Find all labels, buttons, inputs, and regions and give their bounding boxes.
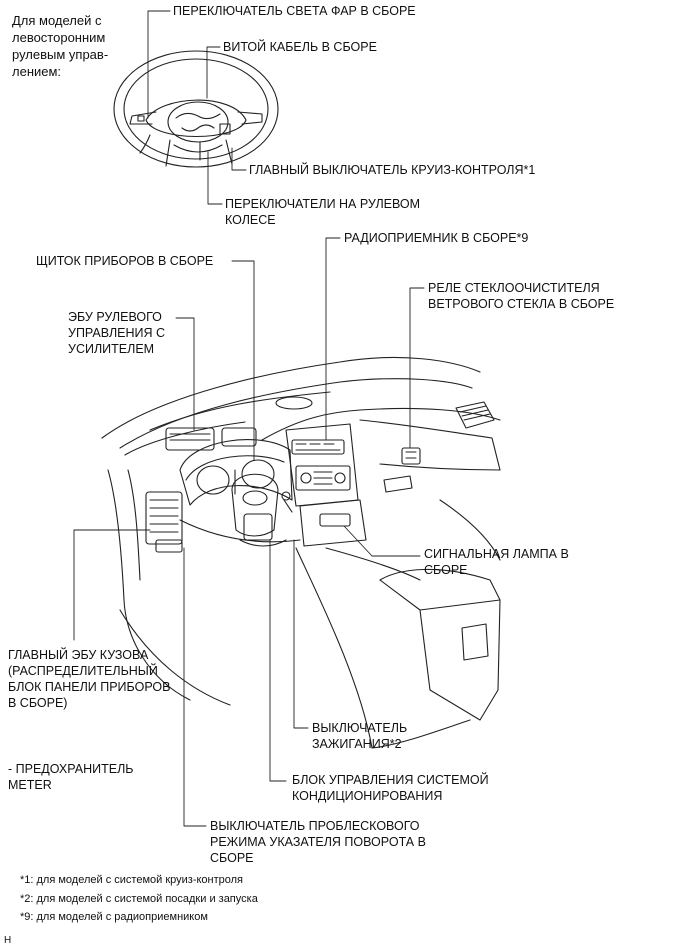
label-main-body-ecu: ГЛАВНЫЙ ЭБУ КУЗОВА (РАСПРЕДЕЛИТЕЛЬНЫЙ БЛ…	[8, 648, 171, 710]
label-spiral-cable: ВИТОЙ КАБЕЛЬ В СБОРЕ	[223, 40, 377, 54]
label-fuse-meter: - ПРЕДОХРАНИТЕЛЬ METER	[8, 762, 134, 792]
dashboard-drawing	[101, 356, 501, 749]
label-combination-meter: ЩИТОК ПРИБОРОВ В СБОРЕ	[36, 254, 214, 268]
label-power-steering-ecu: ЭБУ РУЛЕВОГО УПРАВЛЕНИЯ С УСИЛИТЕЛЕМ	[68, 310, 166, 356]
label-wiper-relay: РЕЛЕ СТЕКЛООЧИСТИТЕЛЯ ВЕТРОВОГО СТЕКЛА В…	[428, 281, 615, 311]
footnote-9: *9: для моделей с радиоприемником	[20, 911, 208, 923]
label-hazard-switch: ВЫКЛЮЧАТЕЛЬ ПРОБЛЕСКОВОГО РЕЖИМА УКАЗАТЕ…	[210, 819, 426, 865]
label-steering-pad-switches: ПЕРЕКЛЮЧАТЕЛИ НА РУЛЕВОМ КОЛЕСЕ	[225, 197, 421, 227]
corner-mark: H	[4, 935, 12, 946]
label-indicator-lamp: СИГНАЛЬНАЯ ЛАМПА В СБОРЕ	[424, 547, 569, 577]
footnote-2: *2: для моделей с системой посадки и зап…	[20, 893, 258, 905]
label-radio-receiver: РАДИОПРИЕМНИК В СБОРЕ*9	[344, 231, 529, 245]
lhd-note: Для моделей с левосторонним рулевым упра…	[12, 13, 109, 79]
footnote-1: *1: для моделей с системой круиз-контрол…	[20, 874, 244, 886]
steering-leaders	[147, 10, 247, 205]
label-ignition-switch: ВЫКЛЮЧАТЕЛЬ ЗАЖИГАНИЯ*2	[312, 721, 408, 751]
steering-wheel-drawing	[113, 50, 279, 168]
label-headlight-switch: ПЕРЕКЛЮЧАТЕЛЬ СВЕТА ФАР В СБОРЕ	[173, 4, 416, 18]
label-cruise-main-switch: ГЛАВНЫЙ ВЫКЛЮЧАТЕЛЬ КРУИЗ-КОНТРОЛЯ*1	[249, 163, 536, 177]
label-ac-control: БЛОК УПРАВЛЕНИЯ СИСТЕМОЙ КОНДИЦИОНИРОВАН…	[292, 773, 489, 803]
dashboard-leaders	[73, 237, 425, 827]
